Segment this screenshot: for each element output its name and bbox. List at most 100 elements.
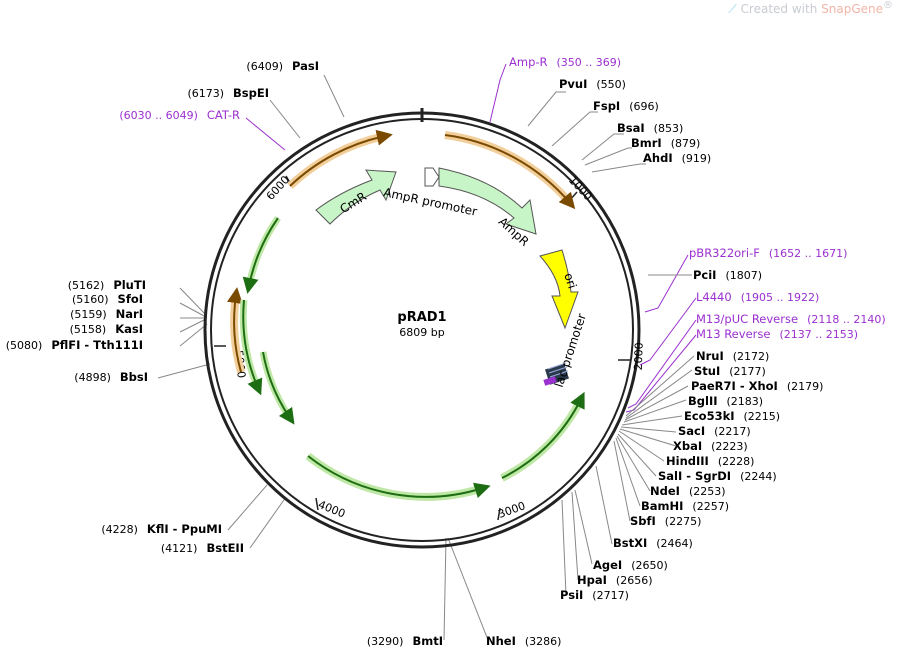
- lac-operator-icon: [543, 362, 569, 386]
- site-pos: (550): [596, 78, 626, 91]
- site-pos: (4121): [161, 542, 198, 555]
- site-pos: (2183): [727, 395, 764, 408]
- primer-pos: (350 .. 369): [557, 56, 622, 69]
- ori-arrow: [539, 249, 579, 330]
- site-pos: (2172): [733, 350, 770, 363]
- site-bsteii: (4121) BstEII: [161, 541, 244, 555]
- site-name: NheI: [486, 634, 516, 648]
- primer-name: CAT-R: [207, 108, 240, 122]
- site-name: BstEII: [206, 541, 244, 555]
- site-name: BsaI: [617, 121, 645, 135]
- site-pos: (2464): [656, 537, 693, 550]
- site-bmti: (3290) BmtI: [367, 634, 443, 648]
- site-ahdi: AhdI (919): [643, 151, 711, 165]
- site-bamhi: BamHI (2257): [641, 499, 729, 513]
- site-pos: (2177): [729, 365, 766, 378]
- site-eco53ki: Eco53kI (2215): [684, 409, 780, 423]
- site-name: BglII: [688, 394, 718, 408]
- site-pos: (2179): [787, 380, 824, 393]
- site-hindiii: HindIII(2228): [666, 454, 754, 468]
- site-pos: (5160): [72, 293, 109, 306]
- site-bbsi: (4898) BbsI: [74, 370, 148, 384]
- site-name: BstXI: [613, 536, 647, 550]
- primer-m13-reverse: M13 Reverse (2137 .. 2153): [696, 327, 858, 341]
- site-name: KflI - PpuMI: [147, 522, 222, 536]
- site-name: NdeI: [650, 484, 680, 498]
- site-pos: (2217): [714, 425, 751, 438]
- site-name: BspEI: [233, 86, 269, 100]
- site-pos: (2253): [689, 485, 726, 498]
- site-hpai: HpaI(2656): [577, 573, 652, 587]
- site-pos: (2257): [692, 500, 729, 513]
- site-name: BmtI: [412, 634, 443, 648]
- orange-feature-arcs: [226, 129, 576, 374]
- site-kasi: (5158)KasI: [70, 322, 143, 336]
- site-name: BamHI: [641, 499, 683, 513]
- site-pos: (5159): [70, 308, 107, 321]
- site-pos: (5162): [68, 279, 105, 292]
- site-name: BmrI: [631, 136, 662, 150]
- primer-name: M13 Reverse: [696, 327, 770, 341]
- site-name: PciI: [693, 268, 716, 282]
- site-pos: (3290): [367, 635, 404, 648]
- plasmid-size: 6809 bp: [399, 326, 444, 339]
- site-pos: (3286): [525, 635, 562, 648]
- primer-name: pBR322ori-F: [689, 246, 760, 260]
- primer-pos: (1905 .. 1922): [741, 291, 820, 304]
- ruler-label-2000: 2000: [632, 342, 646, 370]
- site-name: KasI: [115, 322, 143, 336]
- site-bglii: BglII (2183): [688, 394, 763, 408]
- site-pos: (4898): [74, 371, 111, 384]
- primer-cat-r: (6030 .. 6049) CAT-R: [119, 108, 240, 122]
- site-psii: PsiI(2717): [560, 588, 629, 602]
- site-pluti: (5162)PluTI: [68, 278, 146, 292]
- site-agei: AgeI(2650): [593, 558, 668, 572]
- site-pos: (2223): [711, 440, 748, 453]
- primer-pos: (1652 .. 1671): [769, 247, 848, 260]
- site-pos: (696): [629, 100, 659, 113]
- watermark-brand: SnapGene: [821, 2, 883, 16]
- site-pos: (2215): [744, 410, 781, 423]
- site-pos: (879): [671, 137, 701, 150]
- green-feature-arcs: [239, 216, 585, 501]
- site-pos: (1807): [725, 269, 762, 282]
- site-name: SacI: [678, 424, 705, 438]
- feature-label-lac-promoter: lac promoter: [552, 312, 589, 389]
- site-name: StuI: [694, 364, 720, 378]
- site-pos: (919): [682, 152, 712, 165]
- site-pos: (6173): [187, 87, 224, 100]
- site-sali-sgrdi: SalI - SgrDI(2244): [658, 469, 777, 483]
- site-name: SalI - SgrDI: [658, 469, 731, 483]
- site-paer7i-xhoi: PaeR7I - XhoI(2179): [691, 379, 823, 393]
- site-name: AhdI: [643, 151, 673, 165]
- site-pflfi-tth111i: (5080) PflFI - Tth111I: [6, 338, 143, 352]
- site-name: PflFI - Tth111I: [51, 338, 143, 352]
- site-pos: (4228): [101, 523, 138, 536]
- site-name: PvuI: [559, 77, 587, 91]
- primer-pos: (6030 .. 6049): [119, 109, 198, 122]
- snapgene-logo-icon: ⟋: [728, 2, 737, 16]
- primer-name: L4440: [696, 290, 732, 304]
- site-bspei: (6173) BspEI: [187, 86, 269, 100]
- site-pos: (2650): [631, 559, 668, 572]
- site-name: PsiI: [560, 588, 583, 602]
- watermark-prefix: Created with: [740, 2, 822, 16]
- site-pasi: (6409)PasI: [246, 59, 319, 73]
- site-name: XbaI: [673, 439, 702, 453]
- primer-amp-r: Amp-R(350 .. 369): [509, 55, 621, 69]
- site-pvui: PvuI (550): [559, 77, 626, 91]
- site-pos: (5080): [6, 339, 43, 352]
- site-saci: SacI (2217): [678, 424, 751, 438]
- primer-l4440: L4440 (1905 .. 1922): [696, 290, 819, 304]
- plasmid-name: pRAD1: [397, 310, 446, 325]
- primer-pos: (2137 .. 2153): [779, 328, 858, 341]
- site-name: Eco53kI: [684, 409, 735, 423]
- site-name: HpaI: [577, 573, 607, 587]
- site-pcii: PciI (1807): [693, 268, 762, 282]
- site-name: HindIII: [666, 454, 709, 468]
- site-name: FspI: [593, 99, 620, 113]
- site-bmri: BmrI (879): [631, 136, 700, 150]
- site-name: BbsI: [120, 370, 148, 384]
- primer-pbr322ori-f: pBR322ori-F (1652 .. 1671): [689, 246, 847, 260]
